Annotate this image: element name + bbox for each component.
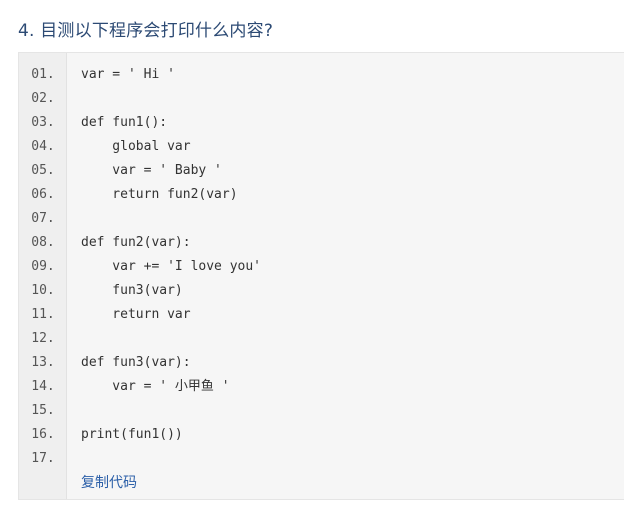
line-code: var += 'I love you' (81, 259, 262, 274)
line-number: 13. (31, 355, 55, 370)
copy-code-button[interactable]: 复制代码 (81, 475, 137, 491)
line-code: global var (81, 139, 191, 154)
code-line: 09. var += 'I love you' (19, 255, 624, 279)
code-block: 01. var = ' Hi ' 02. 03. def fun1(): 04. glob… (18, 52, 624, 500)
code-line: 06. return fun2(var) (19, 183, 624, 207)
question-title: 4. 目测以下程序会打印什么内容? (18, 21, 274, 41)
line-number: 14. (31, 379, 55, 394)
code-line: 13. def fun3(var): (19, 351, 624, 375)
line-number: 11. (31, 307, 55, 322)
code-line: 04. global var (19, 135, 624, 159)
line-code: def fun2(var): (81, 235, 191, 250)
line-number: 15. (31, 403, 55, 418)
code-line: 12. (19, 327, 624, 351)
line-code: var = ' Baby ' (81, 163, 222, 178)
line-code: var = ' 小甲鱼 ' (81, 379, 230, 394)
code-line: 03. def fun1(): (19, 111, 624, 135)
line-number: 16. (31, 427, 55, 442)
code-line: 05. var = ' Baby ' (19, 159, 624, 183)
code-line: 08. def fun2(var): (19, 231, 624, 255)
line-code: var = ' Hi ' (81, 67, 175, 82)
line-code: def fun1(): (81, 115, 168, 130)
line-number: 12. (31, 331, 55, 346)
code-line: 16. print(fun1()) (19, 423, 624, 447)
line-number: 03. (31, 115, 55, 130)
line-code: return var (81, 307, 191, 322)
code-line: 11. return var (19, 303, 624, 327)
line-number: 07. (31, 211, 55, 226)
line-code: print(fun1()) (81, 427, 183, 442)
code-line: 14. var = ' 小甲鱼 ' (19, 375, 624, 399)
code-line: 02. (19, 87, 624, 111)
line-code: def fun3(var): (81, 355, 191, 370)
line-number-gutter (19, 53, 67, 499)
code-line: 15. (19, 399, 624, 423)
code-line: 01. var = ' Hi ' (19, 63, 624, 87)
code-lines: 01. var = ' Hi ' 02. 03. def fun1(): 04. glob… (19, 63, 624, 471)
line-number: 10. (31, 283, 55, 298)
code-line: 07. (19, 207, 624, 231)
line-number: 08. (31, 235, 55, 250)
line-code: fun3(var) (81, 283, 183, 298)
code-line: 10. fun3(var) (19, 279, 624, 303)
line-number: 17. (31, 451, 55, 466)
line-number: 06. (31, 187, 55, 202)
line-number: 05. (31, 163, 55, 178)
line-number: 01. (31, 67, 55, 82)
line-number: 02. (31, 91, 55, 106)
code-line: 17. (19, 447, 624, 471)
line-code: return fun2(var) (81, 187, 238, 202)
line-number: 04. (31, 139, 55, 154)
line-number: 09. (31, 259, 55, 274)
